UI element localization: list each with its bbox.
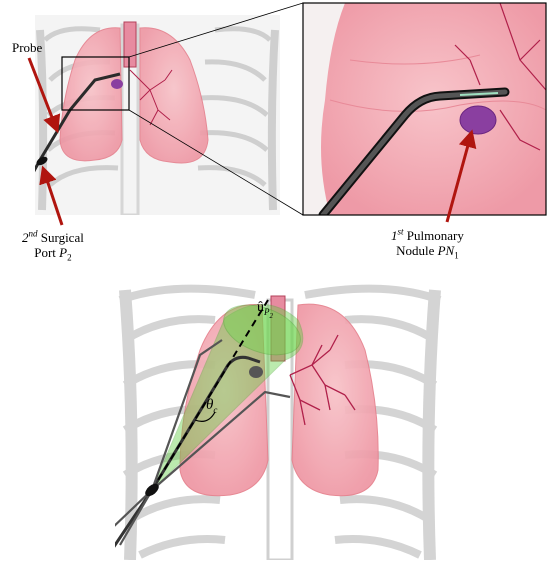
right-lung-overview [59, 27, 123, 162]
theta-symbol: θ [206, 397, 214, 413]
port-number: 2 [22, 230, 29, 245]
cone-axis-symbol: û [257, 300, 264, 315]
nodule-subscript: 1 [454, 250, 459, 261]
cone-axis-label: ûP2 [257, 300, 273, 319]
nodule-ordinal: st [397, 226, 404, 237]
nodule-label: 1st Pulmonary Nodule PN1 [391, 226, 464, 261]
zoom-connector-top [128, 2, 304, 58]
port-subscript: 2 [67, 252, 72, 263]
bronchial-tree-overview [129, 69, 173, 126]
port-marker-overview [36, 156, 48, 166]
zoom-region-box [61, 56, 130, 111]
probe-zoomed [320, 89, 508, 215]
cone-angle-arc [194, 411, 216, 422]
tool-cone [151, 304, 304, 491]
probe-arrow [27, 57, 61, 134]
left-lung-overview [139, 27, 209, 164]
surgical-port-bottom [145, 483, 159, 497]
cone-axis-port: P [264, 306, 270, 317]
port-symbol: P [59, 245, 68, 260]
port-line1: Surgical [37, 230, 84, 245]
surgical-port-label: 2nd Surgical Port P2 [22, 228, 84, 263]
nodule-line1: Pulmonary [403, 228, 464, 243]
vessels-zoomed [454, 3, 546, 151]
probe-alt-2 [115, 390, 291, 527]
cone-panel [115, 280, 445, 560]
lung-zoomed [321, 3, 546, 215]
nodule-overview [111, 79, 123, 89]
port-ordinal: nd [28, 228, 38, 239]
zoom-panel-frame [302, 2, 547, 216]
left-lung-bottom [291, 303, 379, 497]
port-line2: Port [34, 245, 60, 260]
zoom-panel [303, 3, 546, 215]
probe-label-text: Probe [12, 40, 43, 55]
trachea-overview [123, 21, 137, 68]
pulmonary-nodule [459, 105, 497, 135]
cone-angle-label: θc [206, 397, 218, 415]
trachea-bottom [270, 295, 286, 362]
probe-alt-1 [119, 339, 223, 546]
bronchial-tree-bottom [289, 334, 356, 426]
cone-axis-subscript: 2 [269, 311, 274, 320]
nodule-number: 1 [391, 228, 398, 243]
zoom-connector-bottom [128, 109, 304, 216]
target-nodule-bottom [249, 366, 263, 378]
probe-label: Probe [12, 40, 42, 55]
nodule-symbol: PN [437, 243, 455, 258]
nodule-arrow [445, 129, 477, 223]
nodule-line2: Nodule [396, 243, 438, 258]
cone-axis [151, 299, 269, 491]
port-arrow [39, 165, 64, 226]
theta-subscript: c [213, 405, 218, 415]
